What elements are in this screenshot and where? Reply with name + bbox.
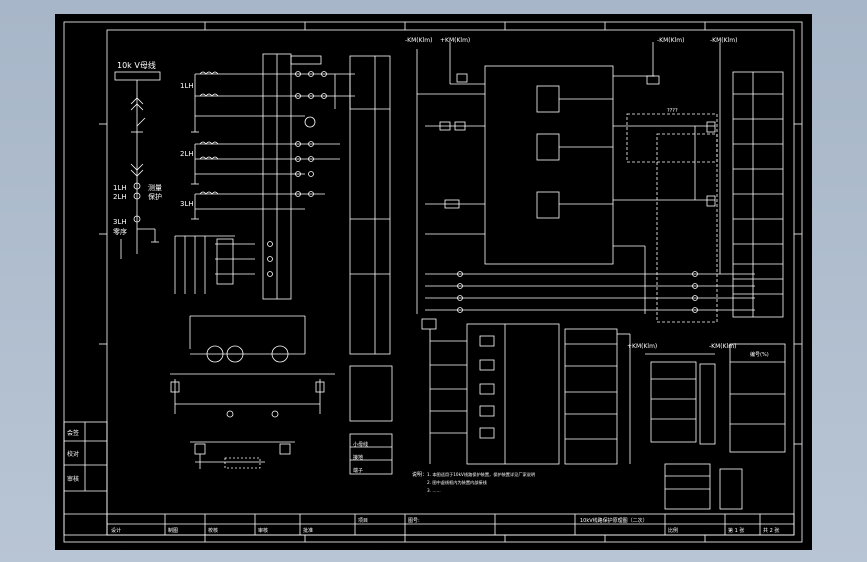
ct3-label: 3LH	[180, 200, 194, 208]
tb-left-3: 审核	[67, 475, 79, 483]
tb-sheet: 第 1 张	[728, 527, 744, 534]
lh3-label: 3LH	[113, 218, 127, 226]
ct-circuits: 1LH 2LH 3LH	[174, 53, 355, 300]
dc-label-3: -KM(Klm)	[657, 37, 684, 44]
tb-bottom-3: 校核	[208, 527, 218, 534]
relay-box-dashed	[626, 113, 718, 163]
vt-circuit	[174, 235, 273, 294]
bus-bar	[114, 71, 161, 81]
legend-row-3: 端子	[353, 467, 363, 474]
signal-table	[732, 71, 784, 318]
bus-section: 10k V母线 1LH 2LH 测量 保护 3LH 零序	[113, 60, 162, 259]
relay-box-label: ????	[667, 108, 678, 114]
bus-label: 10k V母线	[117, 60, 156, 70]
tb-scale: 比例	[668, 527, 678, 534]
dc-label-2: +KM(Klm)	[440, 37, 470, 44]
drawing-canvas[interactable]: 10k V母线 1LH 2LH 测量 保护 3LH 零序	[55, 14, 812, 550]
terminal-strip	[349, 55, 393, 475]
tb-bottom-5: 批准	[303, 527, 313, 534]
breaker-symbol	[136, 117, 146, 127]
measure-label: 测量	[148, 184, 162, 192]
tb-bottom-4: 审核	[258, 527, 268, 534]
outer-dashed-box	[656, 133, 718, 323]
tb-drawing-name: 10kV线路保护原理图（二次）	[580, 517, 648, 524]
frame-inner	[106, 29, 795, 536]
terminal-group	[421, 318, 631, 465]
zero-label: 零序	[113, 227, 127, 236]
schematic-svg: 10k V母线 1LH 2LH 测量 保护 3LH 零序	[63, 21, 803, 543]
dc-label-4: -KM(Klm)	[710, 37, 737, 44]
lh1-label: 1LH	[113, 184, 127, 192]
right-panel-title: 编号(%)	[750, 351, 769, 358]
dc-label-5: +KM(Klm)	[627, 343, 657, 350]
protection-device	[416, 42, 755, 314]
title-block	[63, 421, 795, 536]
notes-head: 说明：	[412, 471, 427, 478]
frame-ticks	[99, 22, 802, 542]
tb-left-2: 校对	[67, 450, 79, 458]
ct2-label: 2LH	[180, 150, 194, 158]
protect-label: 保护	[148, 192, 162, 201]
disconnector-symbol	[130, 97, 144, 111]
tb-left-1: 会签	[67, 429, 79, 437]
lh2-label: 2LH	[113, 193, 127, 201]
note-line-3: 3. ……	[427, 488, 441, 493]
tb-drawing-no: 图号:	[408, 518, 420, 524]
tb-bottom-1: 设计	[111, 527, 121, 534]
dc-label-6: -KM(Klm)	[709, 343, 736, 350]
tb-total: 共 2 张	[763, 527, 779, 534]
tb-bottom-2: 制图	[168, 527, 178, 534]
lower-right-circuit	[645, 343, 786, 510]
frame-outer	[63, 21, 803, 543]
legend-row-2: 接地	[353, 454, 363, 461]
dc-label-1: -KM(Klm)	[405, 37, 432, 44]
control-circuit	[170, 373, 335, 469]
ct1-label: 1LH	[180, 82, 194, 90]
tb-project: 项目	[358, 518, 368, 524]
note-line-2: 2. 图中虚线框内为装置内部接线	[427, 479, 488, 486]
legend-row-1: 小母线	[353, 441, 368, 448]
dc-bus-labels: -KM(Klm) +KM(Klm) -KM(Klm) -KM(Klm) +KM(…	[405, 37, 737, 350]
note-line-1: 1. 本图适用于10kV线路保护装置，保护装置详见厂家说明	[427, 471, 535, 478]
meter-circuit	[189, 315, 306, 363]
